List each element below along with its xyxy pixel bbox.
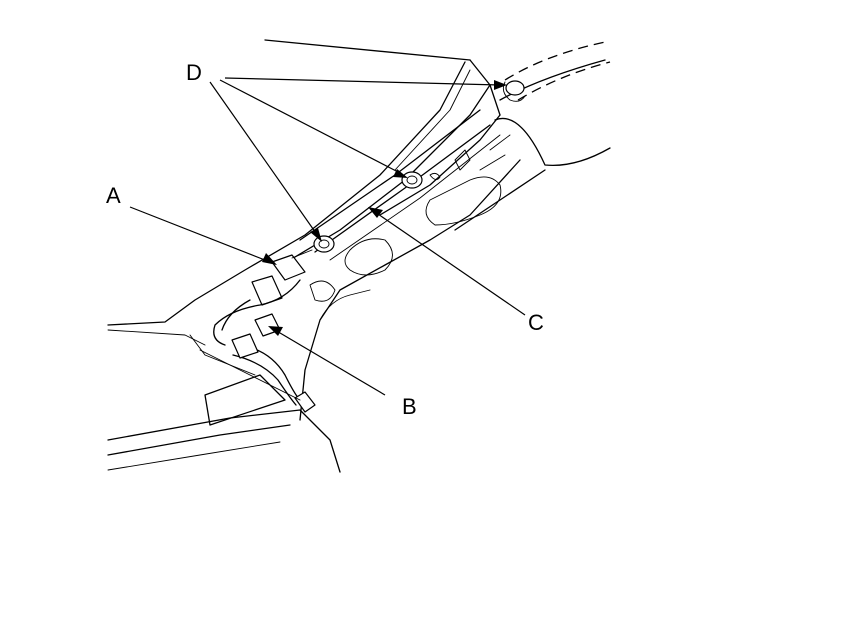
leader-b [274,329,386,396]
arrow-d-1 [310,228,322,242]
callout-a: A [106,183,121,208]
leader-d-3 [224,77,501,86]
leader-c [374,211,526,316]
roof-outline [264,39,501,116]
arrow-d-3 [494,80,507,90]
callout-c: C [528,310,544,335]
leader-d-2 [219,79,403,175]
leader-lines [129,77,526,396]
clip-d-top [505,80,525,96]
callout-b: B [402,394,417,419]
callout-d: D [186,60,202,85]
arrow-b [268,326,283,336]
arrow-d-2 [393,169,408,178]
wire-harness [213,279,301,406]
arrow-c [368,207,383,218]
inner-pillar-structure [299,134,546,421]
connector-a [251,249,313,306]
leader-d-1 [209,81,319,237]
arrow-a [262,253,277,265]
clip-d-lower [313,235,335,253]
upper-tube [494,41,611,167]
dashboard [107,334,341,473]
leader-a [129,206,271,263]
a-pillar-panel [107,61,501,346]
clip-d-upper [401,171,423,189]
